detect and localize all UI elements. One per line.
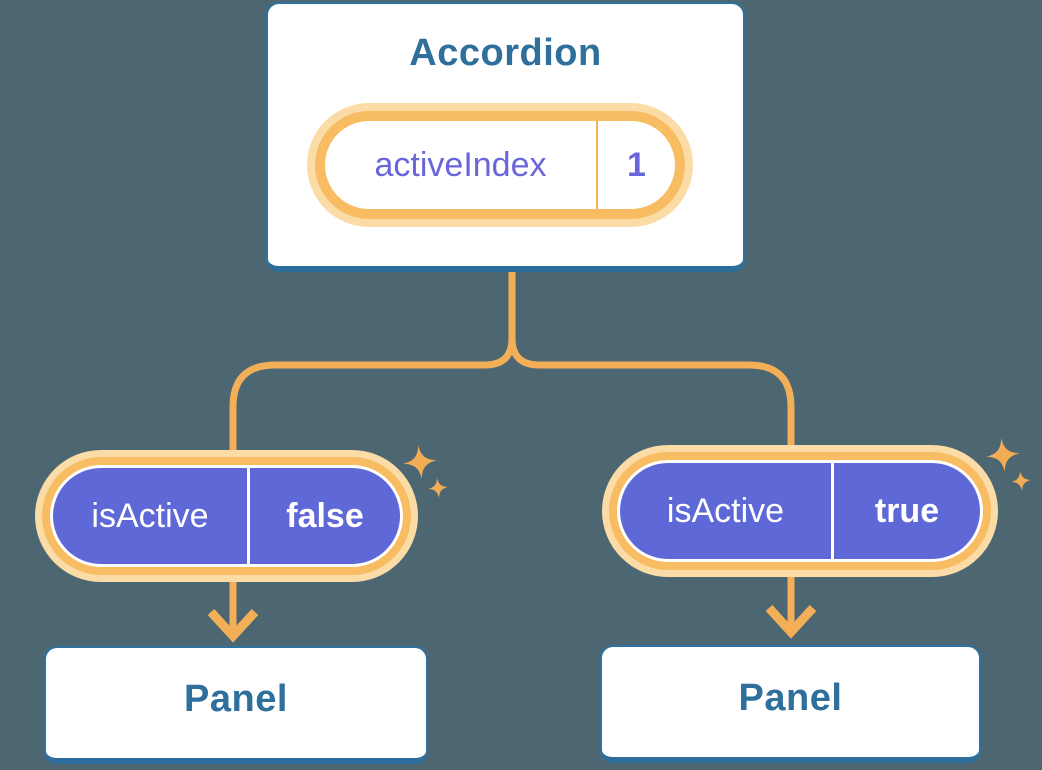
prop-name-left: isActive — [91, 496, 209, 535]
prop-pill-left-ring: isActive false — [42, 457, 411, 575]
prop-pill-left-divider — [247, 468, 250, 564]
state-value: 1 — [627, 145, 646, 184]
panel-card-right: Panel — [600, 645, 981, 763]
prop-pill-right-ring: isActive true — [609, 452, 991, 570]
down-arrowhead-right-icon — [765, 604, 817, 639]
state-pill-body: activeIndex 1 — [325, 121, 675, 209]
connector-right — [508, 272, 795, 626]
panel-card-left: Panel — [44, 646, 428, 764]
state-pill-divider — [596, 121, 598, 209]
panel-right-title: Panel — [738, 677, 843, 719]
panel-left-title: Panel — [184, 678, 288, 720]
sparkle-icon — [428, 478, 448, 498]
prop-pill-left-body: isActive false — [50, 465, 403, 567]
sparkle-icon — [1011, 471, 1031, 491]
prop-pill-right-body: isActive true — [617, 460, 983, 562]
prop-value-left: false — [286, 496, 364, 535]
state-name: activeIndex — [374, 145, 547, 184]
prop-name-right: isActive — [666, 491, 785, 530]
prop-pill-right-divider — [831, 463, 834, 559]
prop-value-right: true — [874, 491, 940, 530]
sparkle-icon — [986, 438, 1020, 472]
state-pill-ring: activeIndex 1 — [315, 111, 685, 219]
sparkle-icon — [403, 445, 437, 479]
down-arrowhead-left-icon — [207, 608, 259, 643]
prop-pill-right: isActive true — [602, 445, 998, 577]
state-pill: activeIndex 1 — [307, 103, 693, 227]
accordion-title: Accordion — [409, 32, 602, 74]
prop-pill-left: isActive false — [35, 450, 418, 582]
